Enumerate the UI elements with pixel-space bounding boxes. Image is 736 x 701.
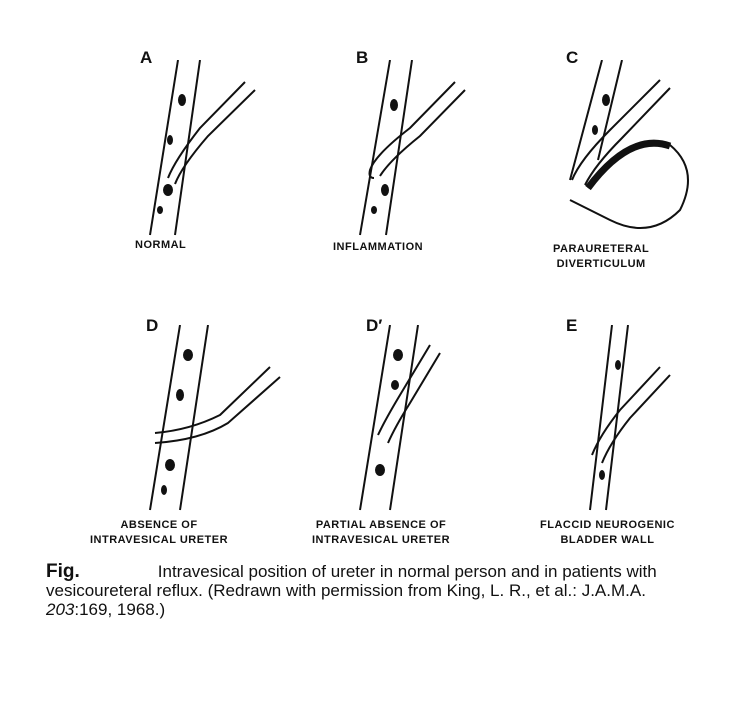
caption-reference: :169, 1968.) — [74, 600, 166, 619]
label-line: ABSENCE OF — [120, 519, 198, 531]
caption-text: Intravesical position of ureter in norma… — [46, 562, 657, 600]
diagram-inflammation — [359, 60, 466, 236]
diagram-partial-absence-intravesical-ureter — [359, 325, 441, 511]
label-line: INFLAMMATION — [333, 241, 424, 253]
panel-label-a: NORMAL — [135, 238, 186, 253]
figure-caption: Fig.Intravesical position of ureter in n… — [46, 562, 706, 619]
panel-label-e: FLACCID NEUROGENIC BLADDER WALL — [540, 518, 675, 548]
label-line: INTRAVESICAL URETER — [90, 534, 229, 546]
caption-volume: 203 — [46, 600, 75, 619]
panel-letter-d: D — [146, 316, 159, 335]
panel-letter-b: B — [356, 48, 369, 67]
diagram-absence-intravesical-ureter — [149, 325, 281, 511]
label-line: PARAURETERAL — [553, 243, 650, 255]
diagram-paraureteral-diverticulum — [569, 60, 689, 229]
panel-label-c: PARAURETERAL DIVERTICULUM — [553, 242, 649, 272]
panel-label-b: INFLAMMATION — [333, 240, 423, 255]
panel-label-d: ABSENCE OF INTRAVESICAL URETER — [90, 518, 228, 548]
diagram-flaccid-neurogenic-bladder-wall — [589, 325, 671, 511]
label-line: FLACCID NEUROGENIC — [540, 519, 675, 531]
label-line: NORMAL — [135, 239, 187, 251]
label-line: PARTIAL ABSENCE OF — [315, 519, 447, 531]
diagram-normal — [149, 60, 256, 236]
panel-label-d-prime: PARTIAL ABSENCE OF INTRAVESICAL URETER — [312, 518, 450, 548]
figure-prefix: Fig. — [46, 561, 80, 582]
label-line: DIVERTICULUM — [556, 258, 646, 270]
panel-letter-a: A — [140, 48, 153, 67]
label-line: BLADDER WALL — [560, 534, 655, 546]
label-line: INTRAVESICAL URETER — [312, 534, 451, 546]
panel-letter-c: C — [566, 48, 579, 67]
panel-letter-e: E — [566, 316, 578, 335]
panel-letter-d-prime: D′ — [366, 316, 383, 335]
